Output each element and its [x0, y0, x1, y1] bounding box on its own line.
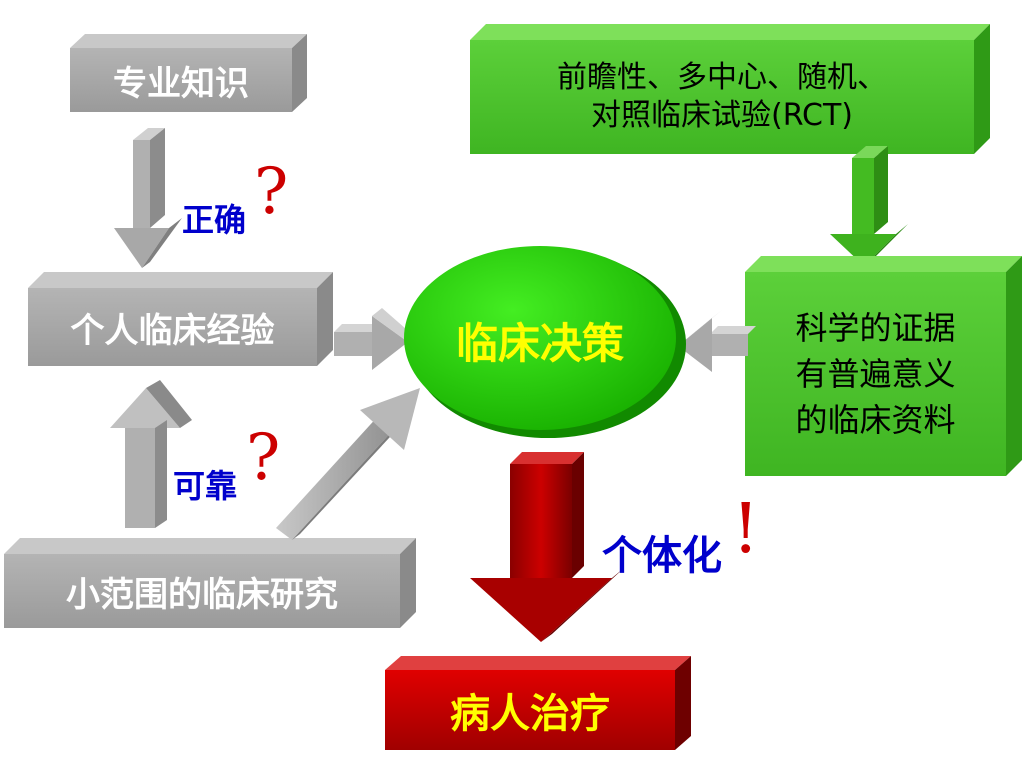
box-personal-experience: [28, 272, 333, 366]
label-personal-experience: 个人临床经验: [70, 310, 275, 351]
label-rct-line1: 前瞻性、多中心、随机、: [557, 60, 887, 95]
label-evidence-line2: 有普遍意义: [795, 355, 956, 393]
question-mark-correct: ?: [254, 155, 289, 229]
arrow-decision-to-treatment: [470, 452, 624, 642]
label-treatment: 病人治疗: [450, 691, 610, 737]
label-decision: 临床决策: [455, 318, 624, 368]
box-expertise: [70, 34, 307, 112]
label-rct: 前瞻性、多中心、随机、 对照临床试验(RCT): [470, 40, 974, 154]
exclamation-mark-individualized: !: [732, 490, 760, 569]
label-evidence-line1: 科学的证据: [795, 309, 956, 347]
label-small-research: 小范围的临床研究: [66, 574, 338, 615]
box-rct: [470, 24, 990, 154]
label-evidence-line3: 的临床资料: [795, 401, 956, 439]
arrow-expertise-to-experience: [114, 128, 182, 268]
arrow-research-to-decision: [276, 388, 420, 540]
arrow-experience-to-decision: [334, 308, 414, 370]
box-treatment: [385, 656, 691, 750]
arrow-research-to-experience: [110, 380, 192, 528]
question-mark-reliable: ?: [246, 421, 281, 495]
annotation-reliable: 可靠: [172, 467, 237, 505]
annotation-correct: 正确: [181, 201, 246, 239]
box-small-research: [4, 538, 416, 628]
oval-decision: [404, 246, 686, 438]
arrow-rct-to-evidence: [830, 146, 908, 266]
label-expertise: 专业知识: [113, 63, 249, 104]
box-evidence: [745, 256, 1022, 476]
label-rct-line2: 对照临床试验(RCT): [590, 98, 854, 133]
annotation-individualized: 个体化: [602, 533, 722, 579]
arrow-evidence-to-decision: [678, 310, 756, 372]
label-evidence: 科学的证据 有普遍意义 的临床资料: [745, 272, 1006, 476]
